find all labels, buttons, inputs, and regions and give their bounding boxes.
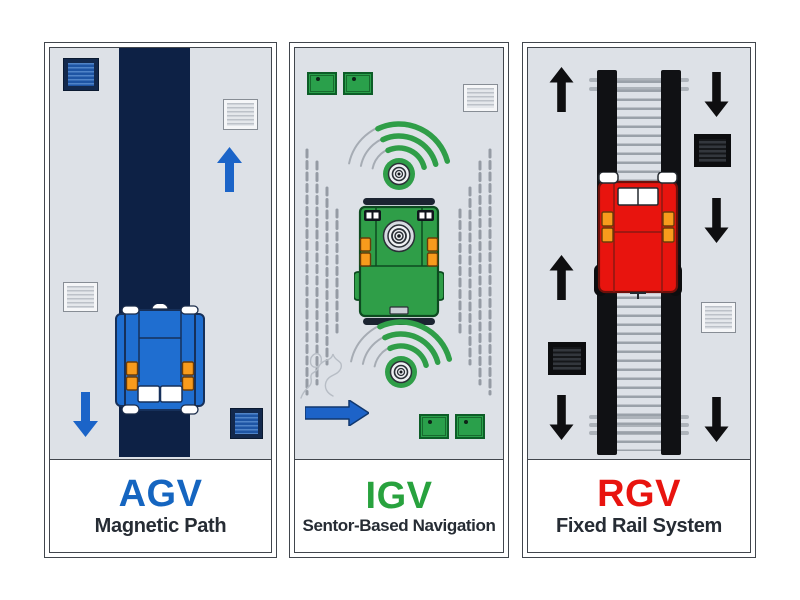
agv-title: AGV — [118, 473, 203, 516]
panel-agv: AGV Magnetic Path — [44, 42, 277, 558]
panel-igv: IGV Sentor-Based Navigation — [289, 42, 509, 558]
right-arrow-icon — [304, 399, 370, 427]
storage-box — [419, 414, 449, 439]
vent-floor-marker — [63, 282, 98, 312]
igv-vehicle-top-view — [353, 198, 445, 325]
down-arrow-icon — [73, 392, 98, 437]
rgv-subtitle: Fixed Rail System — [555, 514, 723, 537]
lidar-scan-lines — [303, 148, 349, 398]
sketch-doodle — [297, 346, 361, 402]
storage-box — [343, 72, 373, 95]
agv-scene — [50, 48, 271, 459]
panel-rgv-frame: RGV Fixed Rail System — [527, 47, 751, 553]
vent-floor-marker — [701, 302, 736, 333]
agv-vehicle-top-view — [115, 302, 205, 416]
sensor-waves-icon — [339, 110, 459, 194]
storage-box — [455, 414, 485, 439]
down-arrow-icon — [704, 72, 729, 117]
rgv-vehicle-top-view — [594, 171, 682, 302]
storage-box — [307, 72, 337, 95]
igv-subtitle: Sentor-Based Navigation — [302, 515, 496, 535]
agv-subtitle: Magnetic Path — [94, 514, 227, 537]
vent-floor-marker — [463, 84, 498, 112]
panel-agv-frame: AGV Magnetic Path — [49, 47, 272, 553]
sensor-waves-icon — [341, 308, 461, 392]
vent-floor-marker — [223, 99, 258, 130]
black-floor-marker — [694, 134, 731, 167]
down-arrow-icon — [549, 395, 574, 440]
black-floor-marker — [548, 342, 586, 375]
down-arrow-icon — [704, 397, 729, 442]
panel-rgv: RGV Fixed Rail System — [522, 42, 756, 558]
rgv-title: RGV — [597, 473, 681, 516]
rgv-scene — [528, 48, 750, 459]
navy-floor-marker — [63, 58, 99, 91]
lidar-scan-lines — [448, 148, 494, 398]
rgv-caption: RGV Fixed Rail System — [528, 459, 750, 552]
igv-title: IGV — [365, 474, 433, 517]
igv-caption: IGV Sentor-Based Navigation — [295, 459, 503, 552]
navy-floor-marker — [230, 408, 263, 439]
igv-scene — [295, 48, 503, 459]
up-arrow-icon — [217, 147, 242, 192]
up-arrow-icon — [549, 255, 574, 300]
up-arrow-icon — [549, 67, 574, 112]
panel-igv-frame: IGV Sentor-Based Navigation — [294, 47, 504, 553]
down-arrow-icon — [704, 198, 729, 243]
agv-caption: AGV Magnetic Path — [50, 459, 271, 552]
